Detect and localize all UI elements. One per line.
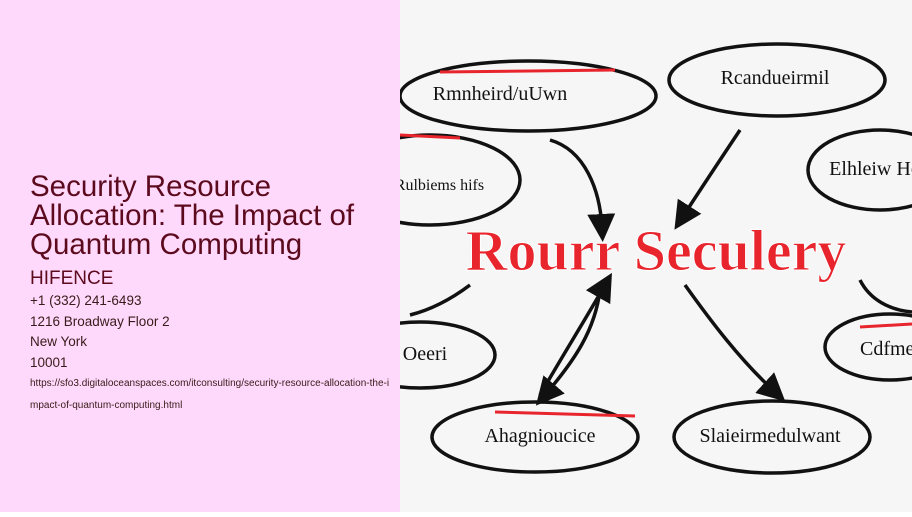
node-label: Oeeri [403, 343, 448, 365]
node-label: Iani Rulbiems hifs [400, 177, 484, 194]
arrow [549, 138, 616, 242]
city: New York [30, 334, 88, 349]
center-text: Rourr Seculery [466, 218, 847, 283]
node-label: Slaieirmedulwant [699, 425, 841, 447]
node-label: Cdfmei [860, 338, 912, 360]
node-ellipse [823, 312, 912, 382]
node-label: Elhleiw Hou [829, 158, 912, 180]
node-label: Rmnheird/uUwn [433, 83, 567, 105]
arrow [683, 283, 786, 402]
street-address: 1216 Broadway Floor 2 [30, 313, 170, 329]
node-label: Ahagnioucice [484, 425, 595, 447]
diagram-illustration: Rourr Seculery Rmnheird/uUwn Rcandueirmi… [338, 42, 912, 475]
node-ellipse [667, 42, 887, 118]
node-label: Rcandueirmil [721, 67, 830, 89]
info-block: Security Resource Allocation: The Impact… [30, 172, 390, 416]
arrow [674, 129, 742, 230]
node-ellipse [430, 400, 640, 474]
info-panel: Security Resource Allocation: The Impact… [0, 0, 400, 512]
arrow [409, 283, 472, 317]
node-ellipse [398, 59, 658, 133]
phone-number: +1 (332) 241-6493 [30, 293, 142, 308]
diagram-image: Rourr Seculery Rmnheird/uUwn Rcandueirmi… [338, 0, 912, 512]
zip-code: 10001 [30, 354, 68, 370]
source-link[interactable]: https://sfo3.digitaloceanspaces.com/itco… [30, 378, 390, 411]
arrow [538, 272, 612, 396]
company-name: HIFENCE [30, 268, 114, 289]
arrow [858, 279, 912, 314]
node-ellipse [806, 128, 912, 212]
page-title: Security Resource Allocation: The Impact… [30, 170, 355, 261]
